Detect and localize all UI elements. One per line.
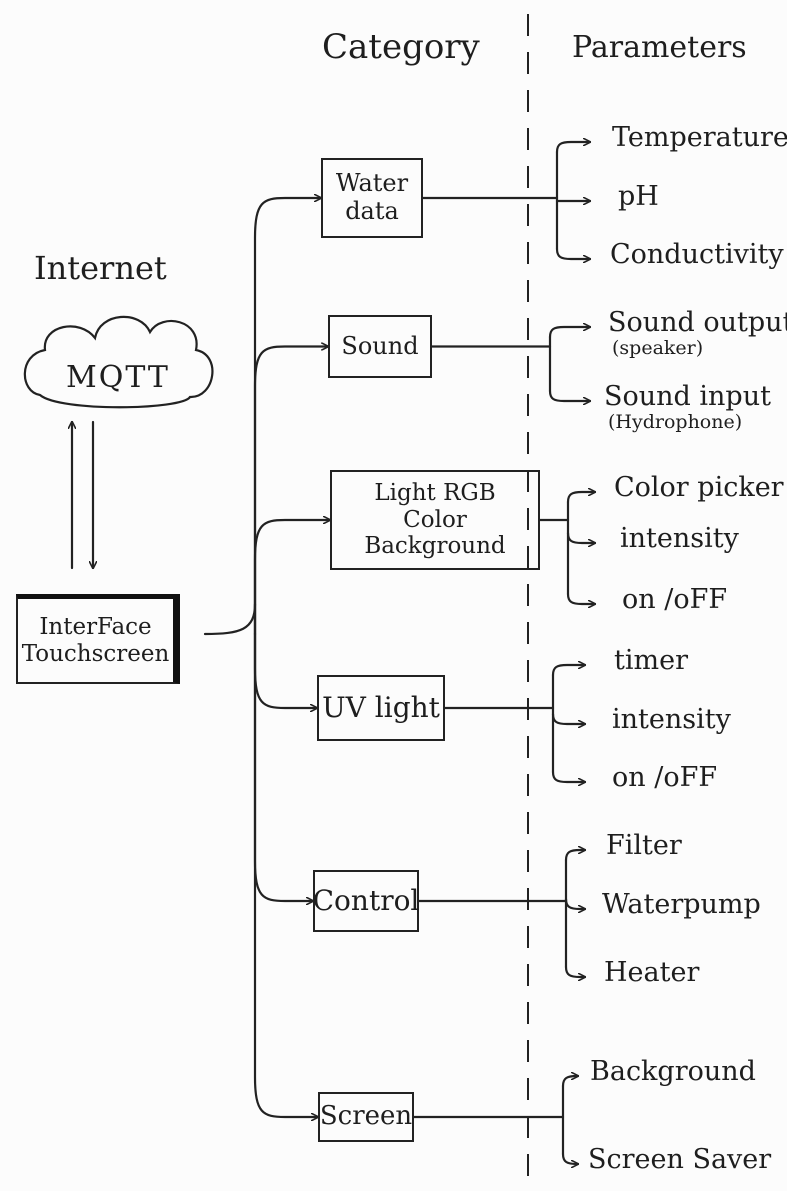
category-box: Screen bbox=[318, 1092, 414, 1142]
parameter-arrow bbox=[551, 770, 587, 782]
parameter-label: Heater bbox=[604, 957, 700, 988]
category-label: Control bbox=[312, 883, 420, 917]
category-branch-2 bbox=[253, 520, 332, 636]
parameter-arrow bbox=[561, 1152, 580, 1164]
parameter-label: intensity bbox=[612, 704, 731, 735]
parameter-arrow bbox=[555, 247, 592, 259]
parameter-arrow bbox=[564, 965, 587, 977]
category-label: Color Background bbox=[364, 506, 506, 560]
category-box: UV light bbox=[317, 675, 445, 741]
category-header: Category bbox=[322, 27, 480, 67]
interface-hub-connector bbox=[203, 602, 257, 636]
parameter-label: timer bbox=[614, 645, 688, 676]
parameter-arrow bbox=[548, 389, 592, 401]
interface-label-line1: InterFace bbox=[39, 614, 152, 641]
mqtt-label: MQTT bbox=[66, 360, 170, 395]
parameter-arrow bbox=[566, 531, 597, 543]
parameter-arrow bbox=[555, 142, 592, 154]
parameter-arrow bbox=[564, 850, 587, 862]
parameter-label: Temperature bbox=[612, 122, 787, 153]
interface-label-line2: Touchscreen bbox=[21, 640, 170, 667]
category-branch-3 bbox=[253, 632, 319, 708]
parameter-label: Sound input bbox=[604, 381, 771, 412]
parameter-label: Conductivity bbox=[610, 239, 784, 270]
parameter-arrow bbox=[566, 492, 597, 504]
parameter-label: on /oFF bbox=[612, 762, 718, 793]
parameter-label: Waterpump bbox=[602, 889, 761, 920]
parameter-arrow bbox=[561, 1076, 580, 1088]
parameter-arrow bbox=[564, 897, 587, 909]
category-label: Sound bbox=[341, 331, 419, 360]
category-branch-1 bbox=[253, 347, 330, 636]
category-branch-4 bbox=[253, 632, 315, 901]
interface-touchscreen-box: InterFace Touchscreen bbox=[16, 594, 180, 684]
parameter-label: Screen Saver bbox=[588, 1144, 772, 1175]
parameter-arrow bbox=[551, 665, 587, 677]
parameters-header: Parameters bbox=[572, 30, 747, 65]
category-label: Screen bbox=[319, 1101, 413, 1132]
category-branch-0 bbox=[253, 198, 323, 636]
parameter-label: Background bbox=[590, 1056, 756, 1087]
parameter-sublabel: (Hydrophone) bbox=[608, 411, 743, 433]
parameter-arrow bbox=[548, 327, 592, 339]
parameter-label: Filter bbox=[606, 830, 682, 861]
parameter-sublabel: (speaker) bbox=[612, 337, 704, 359]
category-box: Sound bbox=[328, 315, 432, 378]
category-label: Water bbox=[335, 169, 409, 198]
category-box: Control bbox=[313, 870, 419, 932]
parameter-label: intensity bbox=[620, 523, 739, 554]
parameter-label: on /oFF bbox=[622, 584, 728, 615]
internet-label: Internet bbox=[34, 249, 167, 287]
category-label: data bbox=[345, 197, 399, 225]
mqtt-cloud-shape bbox=[23, 315, 214, 409]
parameter-label: pH bbox=[618, 181, 659, 212]
category-label: UV light bbox=[322, 690, 440, 724]
category-branch-5 bbox=[253, 632, 320, 1117]
parameter-label: Sound output bbox=[608, 307, 787, 338]
category-label: Light RGB bbox=[374, 480, 496, 507]
parameter-label: Color picker bbox=[614, 472, 784, 503]
parameter-arrow bbox=[551, 712, 587, 724]
parameter-arrow bbox=[566, 592, 597, 604]
